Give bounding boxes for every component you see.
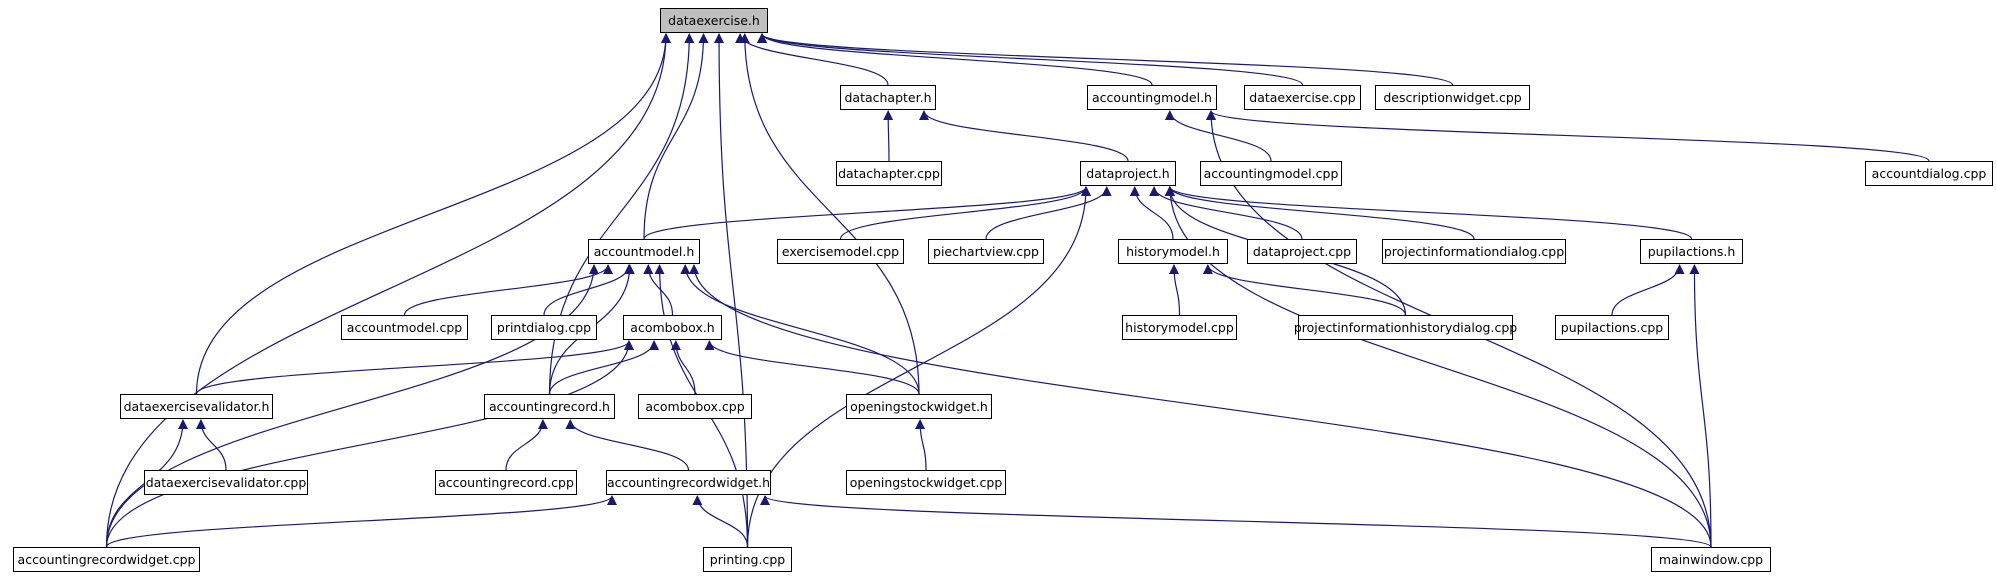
edge-datachapter-cpp-to-datachapter-h <box>883 110 894 162</box>
edge-printing-cpp-to-dataexercise-h <box>714 33 749 548</box>
edge-descriptionwidget-cpp-to-dataexercise-h <box>757 33 1454 86</box>
node-dataexercisevalidator-h[interactable]: dataexercisevalidator.h <box>120 394 273 419</box>
edge-accountingrecordwidget-h-to-accountingrecord-h <box>565 419 690 471</box>
edge-dataexercisevalidator-cpp-to-dataexercisevalidator-h <box>195 419 227 471</box>
edge-mainwindow-cpp-to-pupilactions-h <box>1689 264 1712 548</box>
edge-accountmodel-cpp-to-accountmodel-h <box>403 264 614 316</box>
node-accountingmodel-h[interactable]: accountingmodel.h <box>1087 85 1217 110</box>
node-acombobox-cpp[interactable]: acombobox.cpp <box>638 394 752 419</box>
edge-dataexercisevalidator-h-to-acombobox-h <box>195 340 634 395</box>
node-dataexercise-cpp[interactable]: dataexercise.cpp <box>1244 85 1361 110</box>
node-dataexercisevalidator-cpp[interactable]: dataexercisevalidator.cpp <box>144 470 308 495</box>
edge-acombobox-cpp-to-acombobox-h <box>670 340 696 395</box>
node-datachapter-h[interactable]: datachapter.h <box>840 85 936 110</box>
edge-projectinformationdialog-cpp-to-dataproject-h <box>1165 186 1475 240</box>
edge-openingstockwidget-cpp-to-openingstockwidget-h <box>915 419 927 471</box>
edge-historymodel-cpp-to-historymodel-h <box>1168 264 1181 316</box>
node-projectinformationdialog-cpp[interactable]: projectinformationdialog.cpp <box>1382 239 1566 264</box>
edge-openingstockwidget-h-to-dataexercise-h <box>739 33 920 395</box>
edge-datachapter-h-to-dataexercise-h <box>735 33 889 86</box>
edge-dataexercisevalidator-h-to-dataexercise-h <box>195 33 671 395</box>
node-pupilactions-h[interactable]: pupilactions.h <box>1640 239 1743 264</box>
edge-mainwindow-cpp-to-accountingrecordwidget-h <box>760 495 1712 548</box>
node-dataproject-cpp[interactable]: dataproject.cpp <box>1247 239 1357 264</box>
node-historymodel-h[interactable]: historymodel.h <box>1118 239 1228 264</box>
node-mainwindow-cpp[interactable]: mainwindow.cpp <box>1651 547 1771 572</box>
node-dataproject-h[interactable]: dataproject.h <box>1080 161 1176 186</box>
node-accountdialog-cpp[interactable]: accountdialog.cpp <box>1865 161 1993 186</box>
edge-printdialog-cpp-to-accountmodel-h <box>543 264 634 316</box>
edge-projectinformationhistorydialog-cpp-to-historymodel-h <box>1202 264 1407 316</box>
node-acombobox-h[interactable]: acombobox.h <box>623 315 722 340</box>
edge-pupilactions-cpp-to-pupilactions-h <box>1611 264 1685 316</box>
node-pupilactions-cpp[interactable]: pupilactions.cpp <box>1555 315 1669 340</box>
edge-accountingrecordwidget-cpp-to-accountingrecordwidget-h <box>105 495 617 548</box>
node-descriptionwidget-cpp[interactable]: descriptionwidget.cpp <box>1375 85 1530 110</box>
node-accountingrecord-h[interactable]: accountingrecord.h <box>484 394 615 419</box>
edge-pupilactions-h-to-dataproject-h <box>1165 186 1693 240</box>
node-accountmodel-h[interactable]: accountmodel.h <box>588 239 700 264</box>
edge-printing-cpp-to-accountingrecordwidget-h <box>692 495 749 548</box>
edge-dataproject-cpp-to-dataproject-h <box>1149 186 1303 240</box>
node-historymodel-cpp[interactable]: historymodel.cpp <box>1122 315 1237 340</box>
edge-accountingrecord-cpp-to-accountingrecord-h <box>505 419 548 471</box>
edge-accountmodel-h-to-dataexercise-h <box>643 33 709 240</box>
edge-dataexercise-cpp-to-dataexercise-h <box>757 33 1304 86</box>
edge-accountdialog-cpp-to-accountingmodel-h <box>1206 110 1930 162</box>
node-printdialog-cpp[interactable]: printdialog.cpp <box>491 315 597 340</box>
node-openingstockwidget-h[interactable]: openingstockwidget.h <box>846 394 992 419</box>
node-accountingrecordwidget-cpp[interactable]: accountingrecordwidget.cpp <box>13 547 200 572</box>
node-printing-cpp[interactable]: printing.cpp <box>703 547 792 572</box>
edge-mainwindow-cpp-to-accountmodel-h <box>689 264 1712 548</box>
node-openingstockwidget-cpp[interactable]: openingstockwidget.cpp <box>846 470 1006 495</box>
node-dataexercise-h[interactable]: dataexercise.h <box>660 8 768 33</box>
edge-accountmodel-h-to-dataproject-h <box>643 186 1091 240</box>
node-accountingmodel-cpp[interactable]: accountingmodel.cpp <box>1200 161 1342 186</box>
node-projectinformationhistorydialog-cpp[interactable]: projectinformationhistorydialog.cpp <box>1294 315 1517 340</box>
edge-dataproject-h-to-datachapter-h <box>919 110 1129 162</box>
edge-accountingmodel-cpp-to-accountingmodel-h <box>1164 110 1272 162</box>
edge-accountingrecordwidget-cpp-to-acombobox-h <box>105 340 634 548</box>
node-exercisemodel-cpp[interactable]: exercisemodel.cpp <box>777 239 904 264</box>
edge-accountingrecord-h-to-dataexercise-h <box>548 33 695 395</box>
edge-accountingmodel-h-to-dataexercise-h <box>757 33 1153 86</box>
node-piechartview-cpp[interactable]: piechartview.cpp <box>928 239 1044 264</box>
node-accountmodel-cpp[interactable]: accountmodel.cpp <box>341 315 468 340</box>
edge-accountingrecordwidget-cpp-to-dataexercise-h <box>105 33 671 548</box>
edge-historymodel-h-to-dataproject-h <box>1129 186 1174 240</box>
node-datachapter-cpp[interactable]: datachapter.cpp <box>836 161 942 186</box>
edge-piechartview-cpp-to-dataproject-h <box>985 186 1112 240</box>
edge-exercisemodel-cpp-to-dataproject-h <box>839 186 1091 240</box>
node-accountingrecordwidget-h[interactable]: accountingrecordwidget.h <box>606 470 771 495</box>
node-accountingrecord-cpp[interactable]: accountingrecord.cpp <box>435 470 577 495</box>
edge-accountingrecord-h-to-acombobox-h <box>548 340 660 395</box>
edge-openingstockwidget-h-to-accountmodel-h <box>680 264 920 395</box>
edge-openingstockwidget-h-to-acombobox-h <box>704 340 920 395</box>
